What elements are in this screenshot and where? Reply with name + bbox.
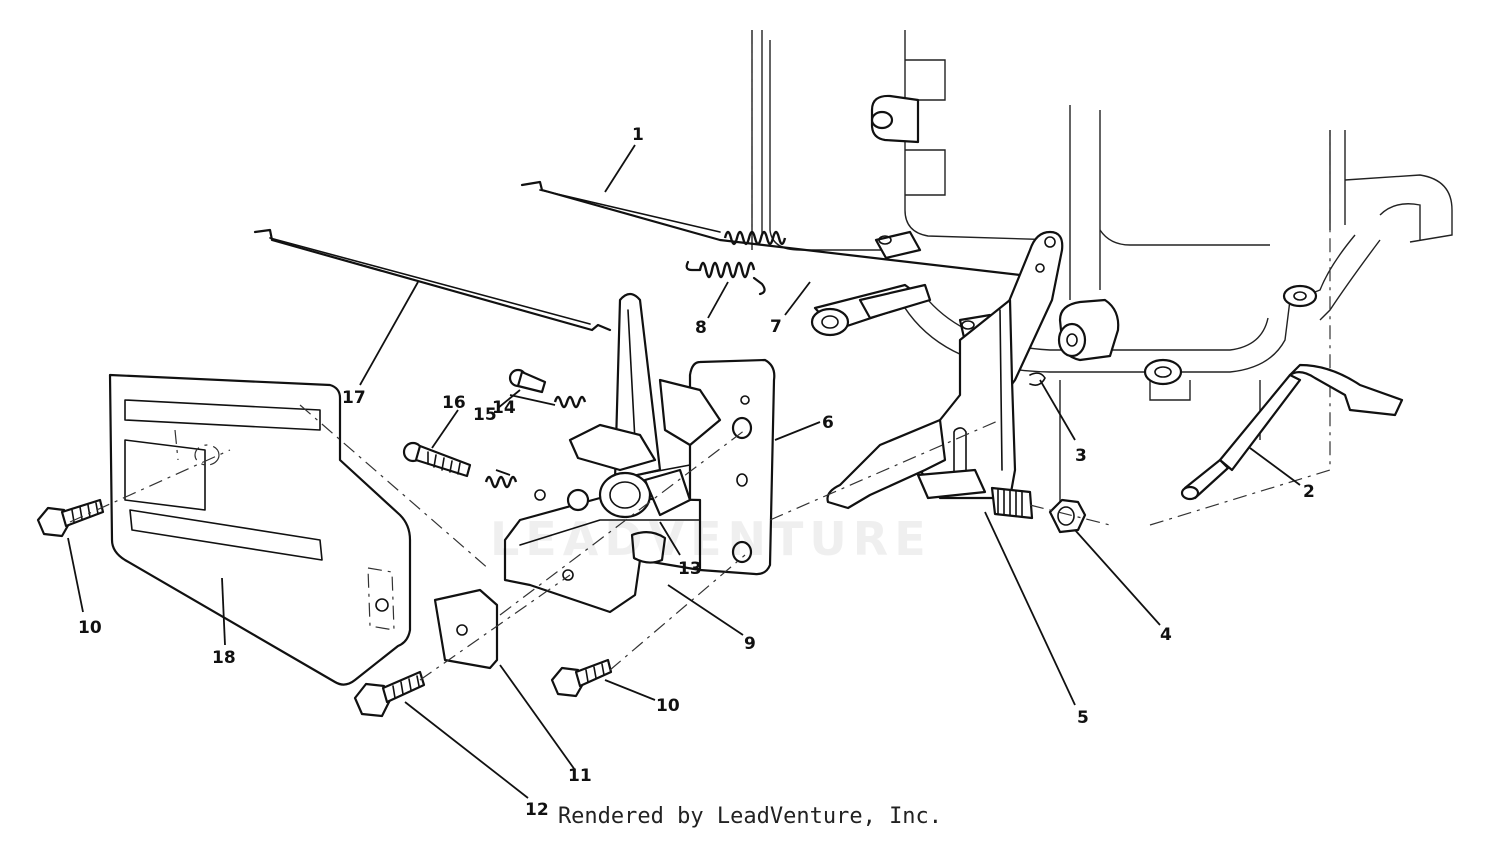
callout-2: 2 [1303, 482, 1315, 502]
callout-8: 8 [695, 318, 707, 338]
part-10-bolt-left [36, 498, 105, 538]
callout-14: 14 [492, 398, 516, 418]
part-15-screw [508, 368, 547, 394]
part-8-governor-spring [685, 260, 766, 296]
part-16-screw [402, 441, 472, 478]
part-6-control-plate [503, 292, 776, 614]
callout-4: 4 [1160, 625, 1172, 645]
callout-5: 5 [1077, 708, 1089, 728]
callout-15: 15 [473, 405, 497, 425]
part-1-link-rod [520, 180, 1032, 277]
callout-18: 18 [212, 648, 236, 668]
callout-3: 3 [1075, 446, 1087, 466]
part-10-bolt-right [550, 658, 613, 698]
rendered-by-caption: Rendered by LeadVenture, Inc. [557, 804, 943, 829]
part-12-bolt [353, 670, 426, 718]
callout-11: 11 [568, 766, 592, 786]
part-17-throttle-rod [253, 228, 612, 332]
callout-10-right: 10 [656, 696, 680, 716]
callout-17: 17 [342, 388, 366, 408]
leader-lines [67, 144, 1301, 799]
part-14-springs [484, 395, 587, 489]
callout-7: 7 [770, 317, 782, 337]
part-11-clip [433, 588, 499, 670]
part-7-governor-shaft [810, 283, 932, 337]
assembly-lines [69, 404, 1111, 681]
callout-13: 13 [678, 559, 702, 579]
callout-9: 9 [744, 634, 756, 654]
part-4-hex-nut [1048, 498, 1087, 534]
part-2-choke-lever [1180, 363, 1404, 501]
callout-labels: 1 2 3 4 5 6 7 8 9 10 10 11 12 13 14 15 1… [78, 125, 1315, 820]
callout-6: 6 [822, 413, 834, 433]
callout-16: 16 [442, 393, 466, 413]
callout-1: 1 [632, 125, 644, 145]
callout-12: 12 [525, 800, 549, 820]
part-13-knob [598, 468, 692, 564]
callout-10-left: 10 [78, 618, 102, 638]
engine-block-outline [751, 30, 1453, 526]
watermark-text: LEADVENTURE [490, 512, 932, 566]
part-1-rod-spring [723, 230, 787, 246]
part-18-control-panel [108, 373, 412, 686]
part-5-control-bracket [826, 298, 1034, 520]
